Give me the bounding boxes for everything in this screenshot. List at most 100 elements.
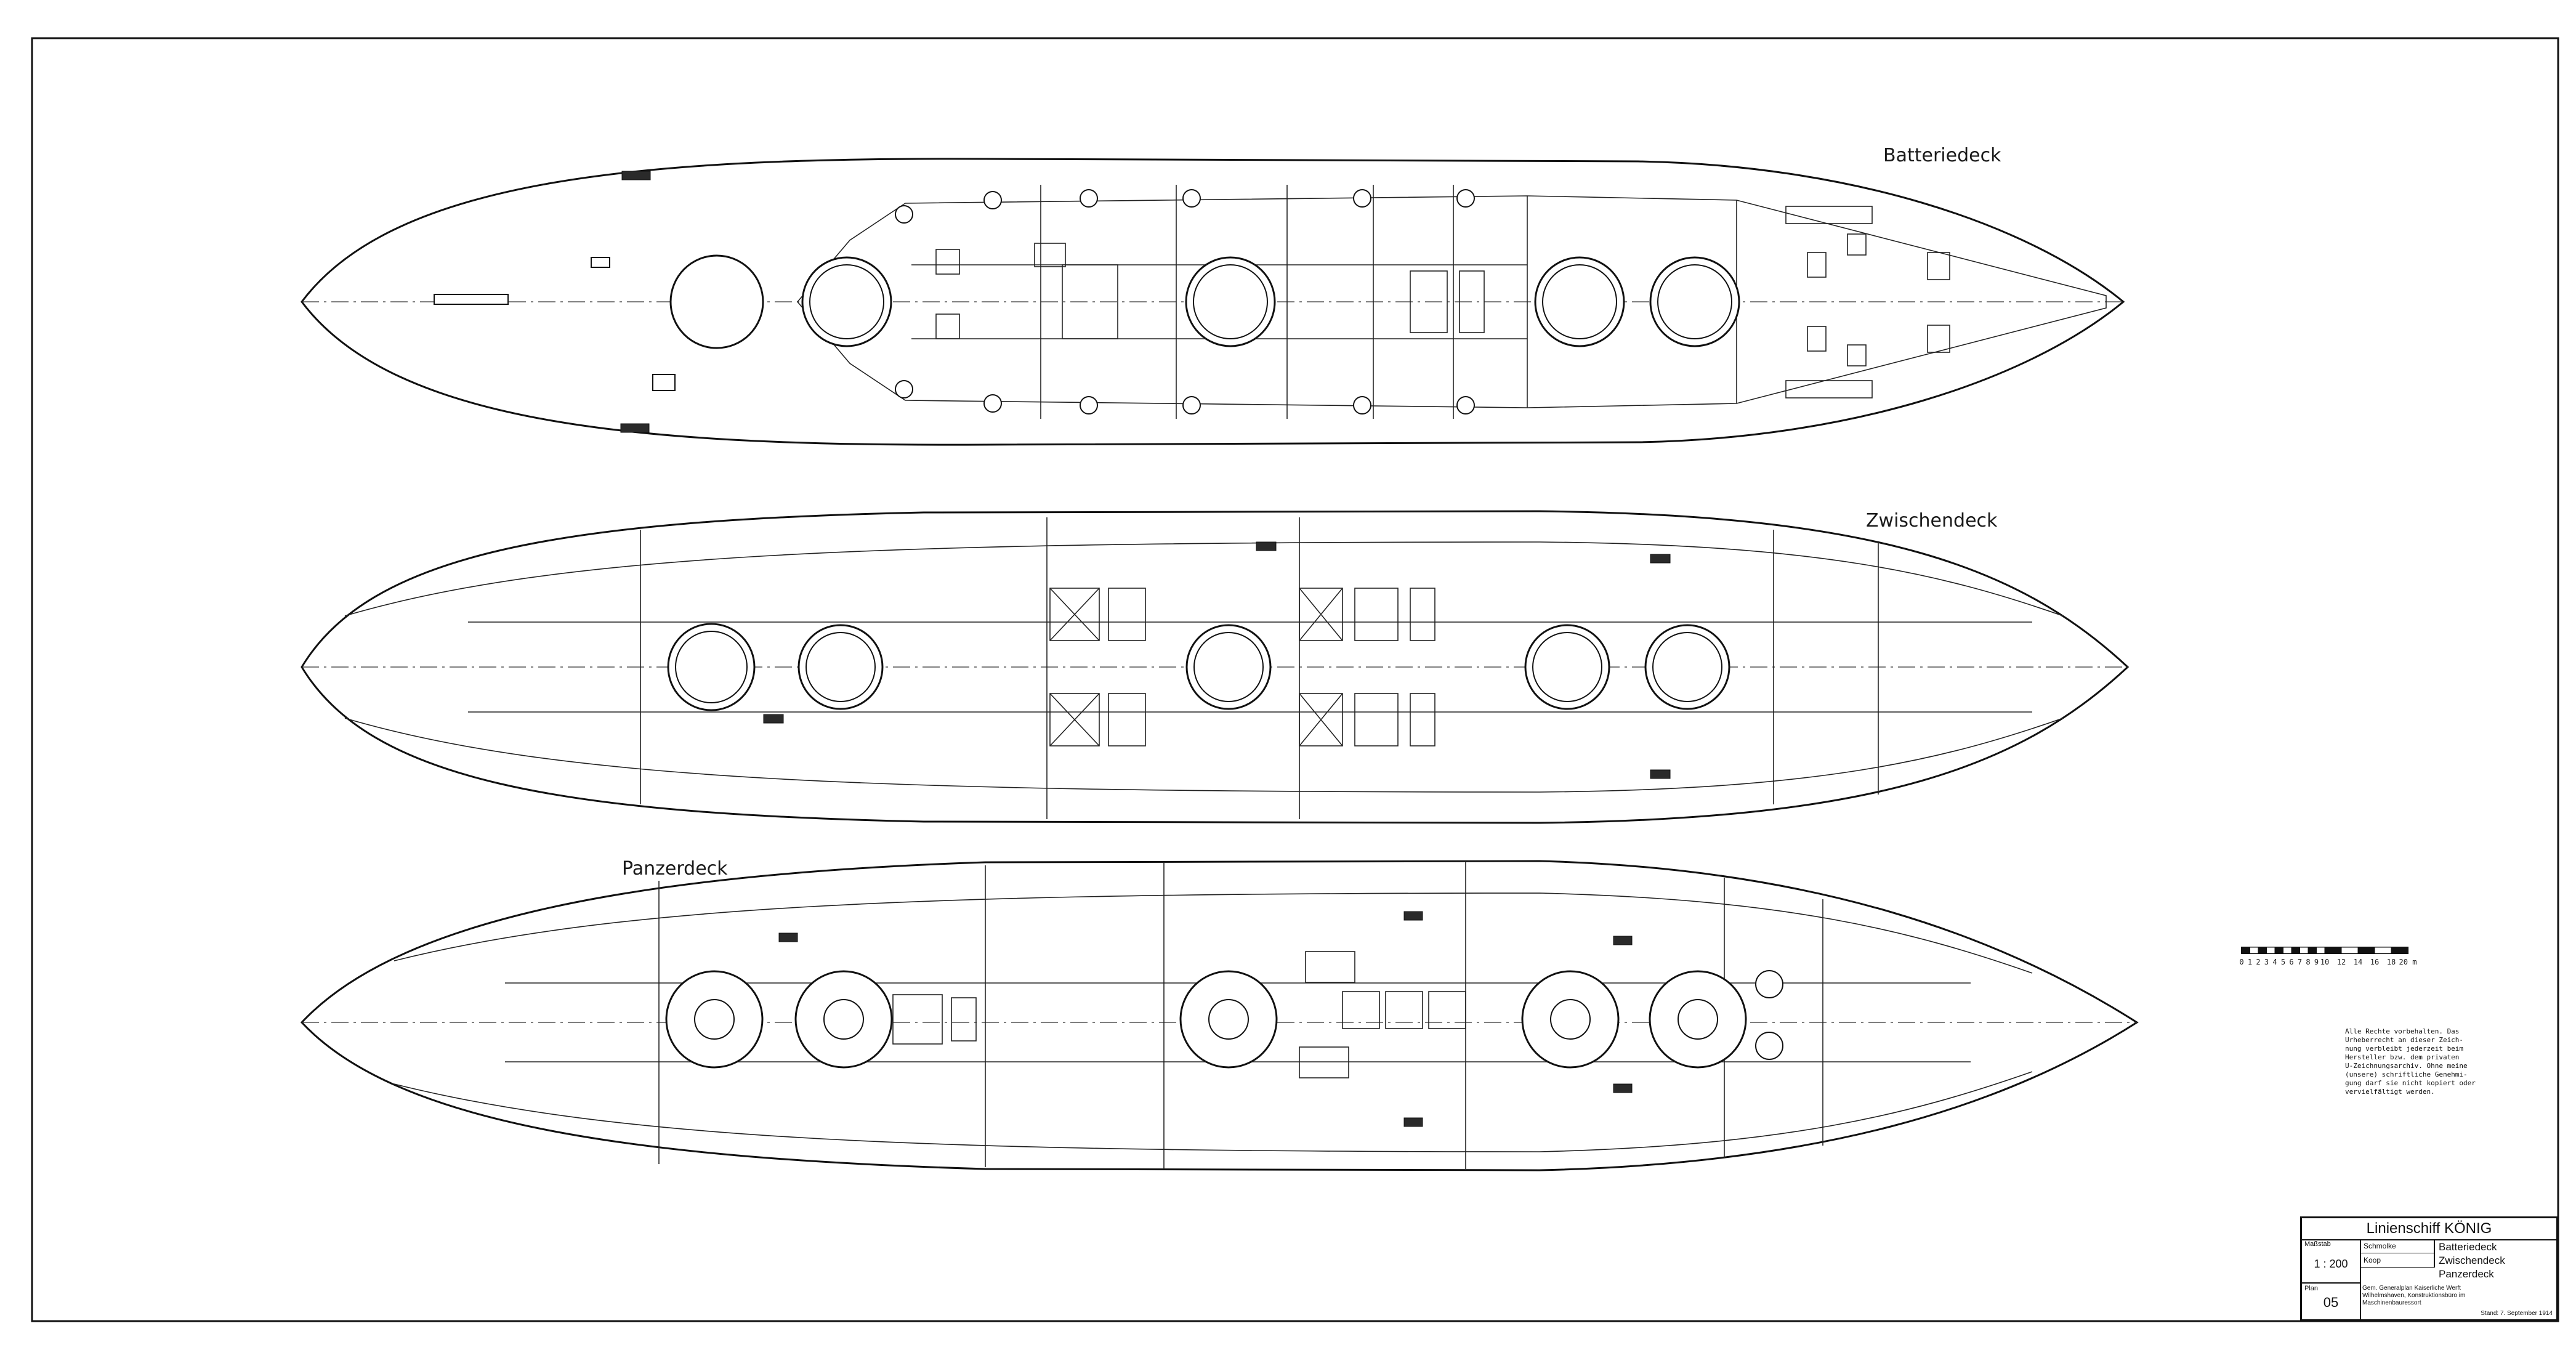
pd-turret-a-core [694,999,735,1040]
zd-turret-c [1185,624,1272,710]
zwischendeck-title: Zwischendeck [1866,510,1998,532]
scale-bar-label: 1 [2248,958,2252,966]
scale-bar-label: 2 [2256,958,2260,966]
massstab-cell: Maßstab 1 : 200 [2302,1239,2361,1284]
scale-bar-segment [2391,947,2408,954]
scale-bar-segment [2266,947,2275,954]
source-line: Gem. Generalplan Kaiserliche Werft [2362,1285,2461,1292]
turret-e-barbette [1649,256,1740,347]
batteriedeck-citadel-outline [796,195,2107,408]
plan-cell: Plan 05 [2302,1284,2361,1319]
zwischendeck-fittings [763,541,1671,779]
scale-bar-segment [2374,947,2392,954]
turret-b-ring [809,264,884,339]
source-line: Maschinenbauressort [2362,1300,2421,1306]
zwischendeck-bulkheads [640,517,1879,819]
massstab-label: Maßstab [2304,1240,2331,1248]
zwischendeck-longitudinals [468,621,2032,713]
scale-bar-segment [2241,947,2250,954]
scale-bar-label: 3 [2264,958,2269,966]
pd-turret-e [1649,970,1747,1069]
pd-turret-b-core [823,999,864,1040]
scale-bar-segments [2241,947,2408,954]
zd-turret-d-ring [1532,632,1602,702]
scale-bar-label: 14 [2354,958,2362,966]
pd-turret-e-core [1678,999,1718,1040]
scale-bar-label: 9 [2314,958,2319,966]
contents-list: Batteriedeck Zwischendeck Panzerdeck [2439,1240,2556,1281]
checked-by: Koop [2361,1253,2435,1268]
ship-name: Linienschiff KÖNIG [2302,1218,2556,1240]
scale-bar-label: 4 [2272,958,2277,966]
copyright-line: Urheberrecht an dieser Zeich- [2345,1036,2464,1044]
pd-turret-b [794,970,893,1069]
zd-turret-d [1524,624,1610,710]
contents-item: Panzerdeck [2439,1268,2494,1280]
scale-bar-label: 20 m [2399,958,2417,966]
scale-bar-segment [2341,947,2359,954]
scale-bar-label: 0 [2239,958,2243,966]
zd-turret-e-ring [1652,632,1722,702]
scale-bar-label: 8 [2306,958,2310,966]
turret-b-barbette [801,256,892,347]
turret-d-barbette [1534,256,1625,347]
copyright-line: nung verbleibt jederzeit beim [2345,1045,2464,1053]
copyright-line: gung darf sie nicht kopiert oder [2345,1079,2476,1087]
plan-label: Plan [2304,1285,2319,1292]
title-block: Linienschiff KÖNIG Maßstab 1 : 200 Schmo… [2300,1216,2558,1321]
panzerdeck-title: Panzerdeck [622,858,728,880]
scale-bar-label: 6 [2289,958,2293,966]
scale-bar-segment [2291,947,2300,954]
turret-c-ring [1193,264,1268,339]
scale-bar-segment [2250,947,2259,954]
zwischendeck-plan: Zwischendeck [301,510,2130,824]
pd-turret-c-core [1208,999,1249,1040]
contents-item: Zwischendeck [2439,1255,2505,1266]
zd-turret-c-ring [1193,632,1264,702]
drawn-by: Schmolke [2361,1239,2435,1253]
panzerdeck-side-passages [394,892,2033,1152]
scale-bar-label: 10 [2320,958,2329,966]
copyright-line: (unsere) schriftliche Genehmi- [2345,1070,2468,1078]
source-note: Gem. Generalplan Kaiserliche Werft Wilhe… [2362,1285,2554,1307]
copyright-line: U-Zeichnungsarchiv. Ohne meine [2345,1062,2468,1070]
zd-turret-a [667,623,756,711]
turret-c-barbette [1185,256,1276,347]
copyright-line: Hersteller bzw. dem privaten [2345,1053,2460,1061]
batteriedeck-hull [301,158,2125,446]
batteriedeck-title: Batteriedeck [1883,145,2001,166]
panzerdeck-fittings [778,911,1633,1127]
batteriedeck-plan: Batteriedeck [301,145,2125,446]
contents-item: Batteriedeck [2439,1241,2497,1253]
turret-d-ring [1542,264,1617,339]
zd-turret-b [797,624,884,710]
batteriedeck-compartments [935,206,1950,398]
zd-turret-e [1644,624,1730,710]
batteriedeck-frames [1040,185,1454,419]
zd-turret-b-ring [806,632,876,702]
panzerdeck-plan: Panzerdeck [300,858,2139,1171]
date-stamp: Stand: 7. September 1914 [2481,1310,2553,1317]
zwischendeck-bunkers [1049,588,1435,746]
scale-bar-segment [2258,947,2267,954]
scale-bar-label: 18 [2387,958,2396,966]
scale-bar-segment [2283,947,2292,954]
pd-turret-d-core [1550,999,1591,1040]
scale-bar-segment [2307,947,2317,954]
scale-bar-label: 7 [2298,958,2302,966]
copyright-line: vervielfältigt werden. [2345,1088,2435,1096]
scale-bar-label: 16 [2370,958,2379,966]
sheet-border [31,37,2559,1322]
pd-hatch-lower [1755,1032,1783,1060]
turret-e-ring [1657,264,1732,339]
scale-bar-label: 5 [2281,958,2285,966]
massstab-value: 1 : 200 [2314,1258,2348,1270]
zd-turret-a-ring [675,631,748,703]
source-line: Wilhelmshaven, Konstruktionsbüro im [2362,1292,2466,1299]
scale-bar-segment [2274,947,2283,954]
turret-a-barbette [669,254,764,349]
scale-bar-segment [2324,947,2342,954]
scale-bar-segment [2316,947,2325,954]
